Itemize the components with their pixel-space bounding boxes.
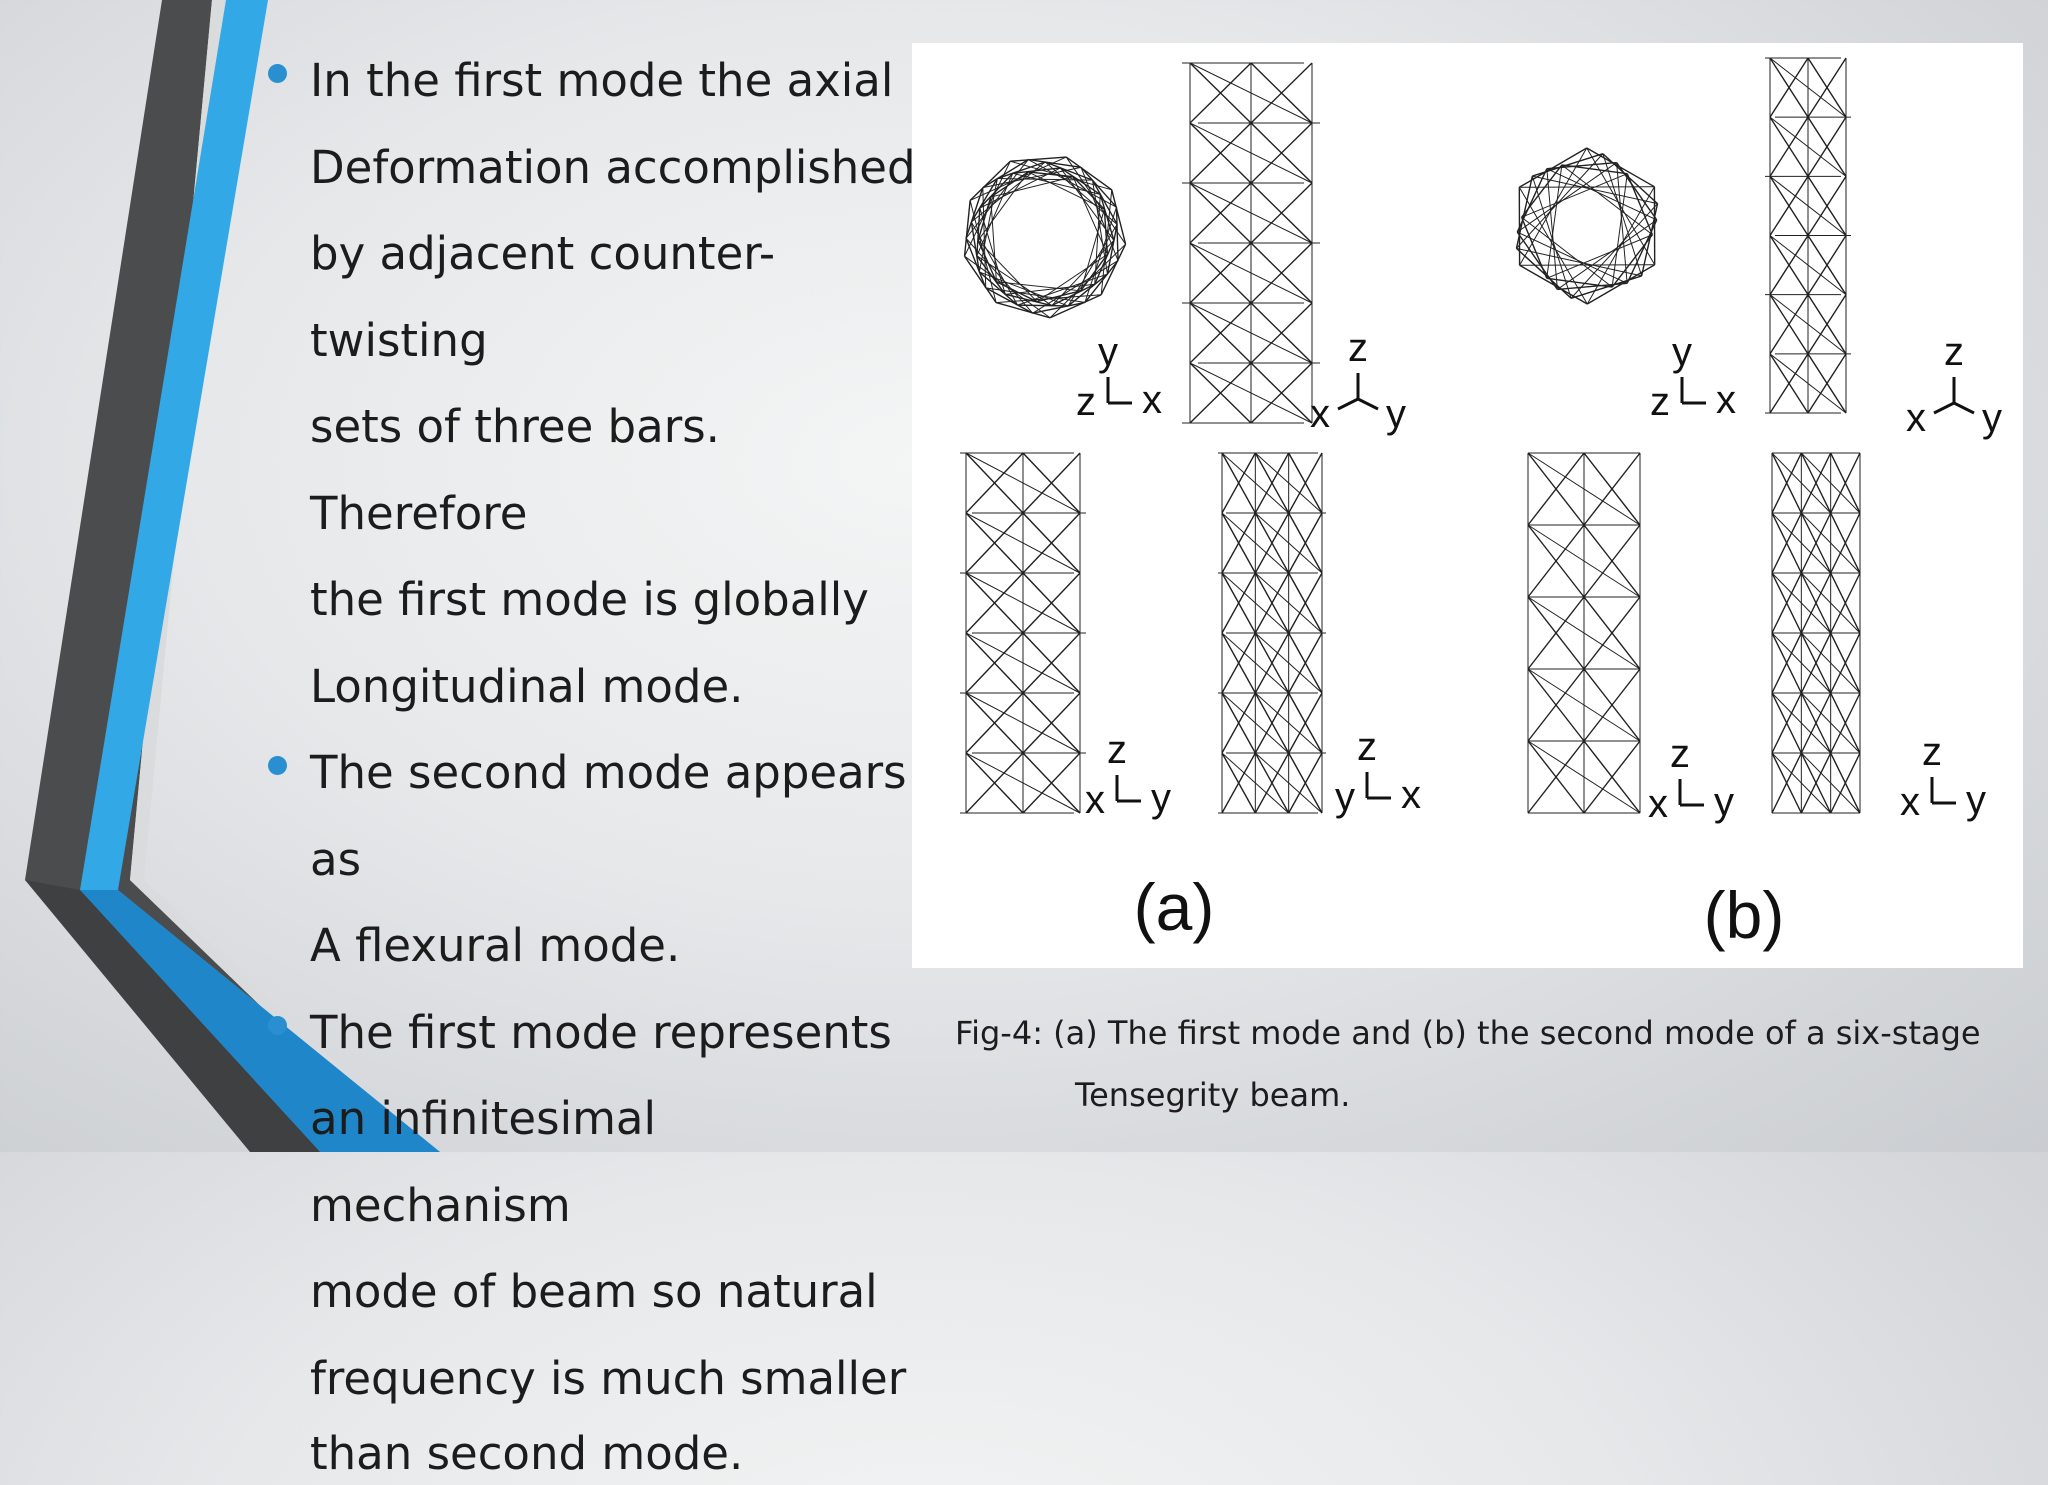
bullet-line: an infinitesimal mechanism: [260, 1076, 930, 1249]
bullet-text: than second mode.: [310, 1427, 743, 1480]
bullet-line: sets of three bars. Therefore: [260, 384, 930, 557]
axis-label-left: y: [1335, 775, 1355, 819]
bullet-line: by adjacent counter-twisting: [260, 211, 930, 384]
bullet-text: Deformation accomplished: [310, 141, 916, 194]
axis-label-right: y: [1714, 780, 1734, 824]
axis-label-left: z: [1076, 380, 1096, 424]
bullet-line: Longitudinal mode.: [260, 644, 930, 731]
axis-label-right: y: [1982, 396, 2002, 440]
axis-label-up: z: [1944, 330, 1964, 374]
bullet-text: Longitudinal mode.: [310, 660, 743, 713]
panel-label-b: (b): [1704, 878, 1785, 952]
axis-label-up: z: [1348, 326, 1368, 370]
axis-label-right: x: [1716, 378, 1736, 422]
bullet-line: the first mode is globally: [260, 557, 930, 644]
bullet-text: The first mode represents: [310, 1006, 892, 1059]
bullet-line: A flexural mode.: [260, 903, 930, 990]
bullet-dot-icon: [268, 1016, 287, 1035]
bullet-text: the first mode is globally: [310, 573, 869, 626]
axis-label-left: x: [1085, 778, 1105, 822]
axis-label-up: y: [1672, 330, 1692, 374]
axis-label-right: x: [1142, 378, 1162, 422]
bullet-line: frequency is much smaller: [260, 1336, 930, 1423]
bullet-text: In the first mode the axial: [310, 54, 893, 107]
bullet-text: by adjacent counter-twisting: [310, 227, 775, 367]
axis-label-up: y: [1098, 330, 1118, 374]
bullet-item: The first mode represents: [260, 990, 930, 1077]
bullet-text: mode of beam so natural: [310, 1265, 878, 1318]
bullet-item: The second mode appears as: [260, 730, 930, 903]
bullet-line: Deformation accomplished: [260, 125, 930, 212]
axis-label-right: y: [1386, 392, 1406, 436]
bullet-text: an infinitesimal mechanism: [310, 1092, 656, 1232]
caption-line-2: Tensegrity beam.: [955, 1064, 1995, 1126]
axis-label-left: z: [1650, 380, 1670, 424]
axis-label-up: z: [1922, 730, 1942, 774]
axis-label-up: z: [1670, 732, 1690, 776]
axis-label-left: x: [1648, 782, 1668, 826]
figure-structures: [960, 58, 1860, 813]
bullet-line: mode of beam so natural: [260, 1249, 930, 1336]
caption-line-1: Fig-4: (a) The first mode and (b) the se…: [955, 1002, 1995, 1064]
figure-caption: Fig-4: (a) The first mode and (b) the se…: [955, 1002, 1995, 1126]
axis-label-left: x: [1906, 396, 1926, 440]
bullet-text: sets of three bars. Therefore: [310, 400, 720, 540]
axis-label-left: x: [1310, 392, 1330, 436]
axis-label-up: z: [1357, 725, 1377, 769]
axis-label-up: z: [1107, 728, 1127, 772]
bullet-text: The second mode appears as: [310, 746, 907, 886]
bullet-dot-icon: [268, 64, 287, 83]
panel-label-a: (a): [1134, 870, 1215, 944]
bullet-item: In the first mode the axial: [260, 38, 930, 125]
bullet-text: frequency is much smaller: [310, 1352, 906, 1405]
axis-label-right: y: [1151, 776, 1171, 820]
axis-label-right: x: [1401, 773, 1421, 817]
bullet-text: A flexural mode.: [310, 919, 680, 972]
bullet-line: than second mode.: [260, 1422, 930, 1485]
bullet-dot-icon: [268, 756, 287, 775]
axis-label-left: x: [1900, 780, 1920, 824]
axis-label-right: y: [1966, 778, 1986, 822]
